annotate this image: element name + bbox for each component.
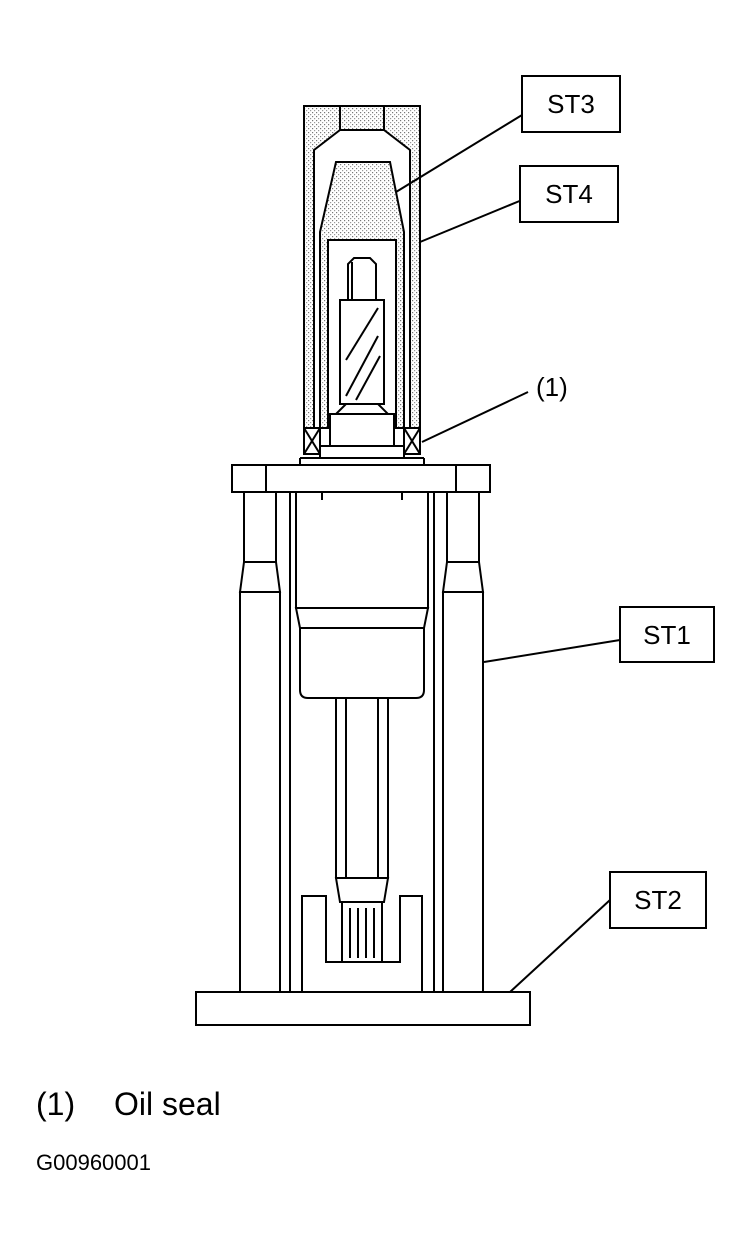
st1-crossbar (231, 457, 491, 493)
callout-st3: ST3 (521, 75, 621, 133)
callout-st1: ST1 (619, 606, 715, 663)
leader-st2 (509, 899, 611, 993)
figure-id: G00960001 (36, 1150, 151, 1175)
housing-body (295, 491, 429, 609)
legend-item-text: Oil seal (114, 1086, 221, 1122)
st1-right-post (441, 491, 485, 993)
housing-lower (294, 607, 430, 699)
callout-st3-label: ST3 (547, 89, 595, 119)
callout-st4: ST4 (519, 165, 619, 223)
leader-item1 (421, 391, 529, 443)
legend-item-number: (1) (36, 1086, 76, 1122)
press-tool-diagram: ST3 ST4 (1) ST1 ST2 (195, 75, 715, 1026)
leader-st4 (419, 199, 523, 243)
oil-seal-right (403, 427, 421, 455)
oil-seal-left (303, 427, 321, 455)
callout-st2-label: ST2 (634, 885, 682, 915)
shaft-support-block (301, 895, 423, 993)
callout-st1-label: ST1 (643, 620, 691, 650)
callout-st2: ST2 (609, 871, 707, 929)
legend-item-1: (1) Oil seal (36, 1086, 221, 1123)
leader-st1 (483, 639, 621, 663)
st2-base-plate (195, 991, 531, 1026)
shaft-end-splined (329, 257, 395, 447)
output-shaft (334, 697, 390, 993)
callout-item1-label: (1) (536, 372, 568, 402)
st1-left-post (238, 491, 282, 993)
leader-st3 (395, 114, 523, 193)
callout-st4-label: ST4 (545, 179, 593, 209)
